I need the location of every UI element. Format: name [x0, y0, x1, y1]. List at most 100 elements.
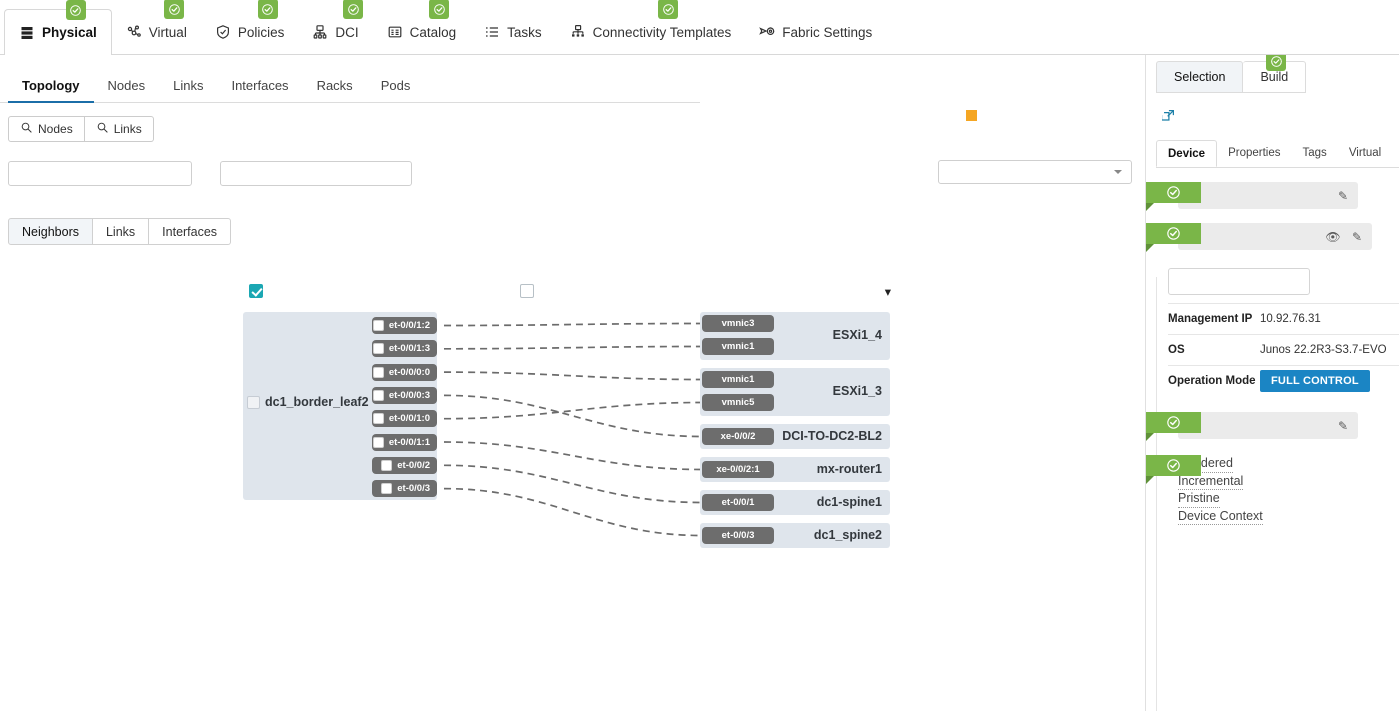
subtab-label: Topology: [22, 77, 80, 93]
port-checkbox[interactable]: [372, 436, 384, 448]
rp-subtab-properties[interactable]: Properties: [1217, 140, 1291, 167]
neighbor-port[interactable]: xe-0/0/2:1: [702, 461, 774, 478]
search-links-button[interactable]: Links: [84, 116, 154, 142]
topology-link[interactable]: [443, 401, 703, 420]
subtab-interfaces[interactable]: Interfaces: [217, 69, 302, 103]
external-link-icon[interactable]: [1160, 109, 1175, 126]
selected-node-input[interactable]: [220, 161, 412, 186]
rp-subtab-label: Tags: [1302, 147, 1327, 159]
subtab-pods[interactable]: Pods: [367, 69, 425, 103]
config-link-pristine[interactable]: Pristine: [1178, 490, 1220, 508]
edit-hostname-icon[interactable]: ✎: [1337, 418, 1349, 433]
port-checkbox[interactable]: [372, 343, 384, 355]
aggregate-checkbox-icon[interactable]: [249, 284, 263, 298]
config-link-device-context[interactable]: Device Context: [1178, 508, 1263, 525]
subtab-topology[interactable]: Topology: [8, 69, 94, 103]
caret-icon: ▾: [884, 285, 891, 299]
edit-deploy-mode-icon[interactable]: ✎: [1337, 188, 1349, 203]
subtab-label: Interfaces: [231, 77, 289, 93]
nav-item-policies[interactable]: Policies: [201, 0, 299, 55]
nav-item-label: Tasks: [507, 24, 542, 40]
show-unused-ports-toggle[interactable]: [520, 284, 543, 298]
subtab-nodes[interactable]: Nodes: [94, 69, 160, 103]
hostname-value-field: ✎: [1178, 412, 1358, 439]
nav-item-dci[interactable]: DCI: [298, 0, 372, 55]
nav-item-physical[interactable]: Physical: [4, 0, 112, 56]
neighbor-port[interactable]: et-0/0/1: [702, 494, 774, 511]
panel-divider: [1156, 277, 1157, 711]
topology-link[interactable]: [443, 371, 703, 381]
nav-badge-0-icon: [65, 0, 86, 20]
server-rack-icon: [19, 25, 35, 41]
rp-subtab-device[interactable]: Device: [1156, 140, 1218, 167]
source-port[interactable]: et-0/0/1:3: [372, 340, 437, 358]
edit-serial-icon[interactable]: ✎: [1351, 229, 1363, 244]
source-port[interactable]: et-0/0/1:1: [372, 433, 437, 451]
selected-rack-field: [8, 156, 192, 186]
neighbor-port[interactable]: et-0/0/3: [702, 527, 774, 544]
execute-cli-command-button[interactable]: [1168, 268, 1310, 295]
view-segment-neighbors[interactable]: Neighbors: [8, 218, 93, 245]
config-link-incremental[interactable]: Incremental: [1178, 473, 1244, 490]
port-checkbox[interactable]: [381, 483, 393, 495]
subtab-label: Racks: [316, 77, 353, 93]
topology-label-select[interactable]: [938, 160, 1132, 184]
subtab-label: Nodes: [107, 77, 146, 93]
neighbor-port[interactable]: vmnic1: [702, 371, 774, 388]
deploy-mode-section: ✎: [1146, 182, 1399, 211]
topology-link[interactable]: [443, 441, 703, 471]
nav-item-fabric-settings[interactable]: Fabric Settings: [745, 9, 886, 55]
source-node-checkbox[interactable]: [247, 396, 260, 409]
neighbor-node-label: dc1-spine1: [816, 494, 882, 509]
source-port[interactable]: et-0/0/1:0: [372, 410, 437, 428]
topology-link[interactable]: [443, 394, 703, 438]
sn-status-ribbon-icon: [1146, 223, 1201, 252]
nav-item-label: Catalog: [409, 24, 457, 40]
neighbor-port[interactable]: vmnic3: [702, 315, 774, 332]
port-checkbox[interactable]: [372, 389, 384, 401]
source-port[interactable]: et-0/0/1:2: [372, 317, 437, 334]
source-port[interactable]: et-0/0/0:0: [372, 363, 437, 381]
neighbor-port[interactable]: vmnic5: [702, 394, 774, 411]
hostname-section: ✎: [1146, 412, 1399, 441]
topology-link[interactable]: [443, 487, 703, 537]
nav-item-tasks[interactable]: Tasks: [470, 9, 556, 55]
rp-tab-selection[interactable]: Selection: [1156, 61, 1244, 93]
neighbor-port[interactable]: xe-0/0/2: [702, 428, 774, 445]
subtab-links[interactable]: Links: [159, 69, 217, 103]
neighbor-port[interactable]: vmnic1: [702, 338, 774, 355]
rp-tab-label: Build: [1260, 70, 1289, 84]
nav-item-catalog[interactable]: Catalog: [373, 0, 471, 55]
topology-link[interactable]: [443, 322, 703, 327]
show-aggregate-links-toggle[interactable]: [249, 284, 272, 298]
source-port[interactable]: et-0/0/2: [372, 456, 437, 474]
topology-link[interactable]: [443, 345, 703, 350]
port-checkbox[interactable]: [372, 320, 384, 331]
source-port[interactable]: et-0/0/3: [372, 480, 437, 498]
source-port[interactable]: et-0/0/0:3: [372, 386, 437, 404]
search-button-label: Nodes: [38, 122, 73, 136]
port-checkbox[interactable]: [372, 366, 384, 378]
selected-rack-input[interactable]: [8, 161, 192, 186]
neighbor-node-label: ESXi1_4: [832, 328, 882, 342]
show-serial-eye-icon[interactable]: 👁: [1325, 229, 1341, 244]
port-checkbox[interactable]: [372, 413, 384, 425]
nav-item-virtual[interactable]: Virtual: [112, 0, 201, 55]
view-segment-links[interactable]: Links: [92, 218, 150, 245]
rp-subtab-virtual[interactable]: Virtual: [1338, 140, 1392, 167]
show-neighbors-dropdown[interactable]: ▾: [885, 284, 891, 299]
search-nodes-button[interactable]: Nodes: [8, 116, 85, 142]
view-segment-interfaces[interactable]: Interfaces: [149, 218, 232, 245]
unused-ports-checkbox-icon[interactable]: [520, 284, 534, 298]
rp-subtab-tags[interactable]: Tags: [1292, 140, 1338, 167]
source-port-label: et-0/0/2: [397, 459, 430, 471]
subtab-racks[interactable]: Racks: [303, 69, 367, 103]
nav-item-connectivity-templates[interactable]: Connectivity Templates: [556, 0, 746, 55]
uncommitted-swatch-icon: [966, 110, 977, 121]
port-checkbox[interactable]: [381, 459, 393, 471]
neighbor-port-label: xe-0/0/2:1: [716, 464, 760, 475]
topology-link[interactable]: [443, 464, 703, 504]
